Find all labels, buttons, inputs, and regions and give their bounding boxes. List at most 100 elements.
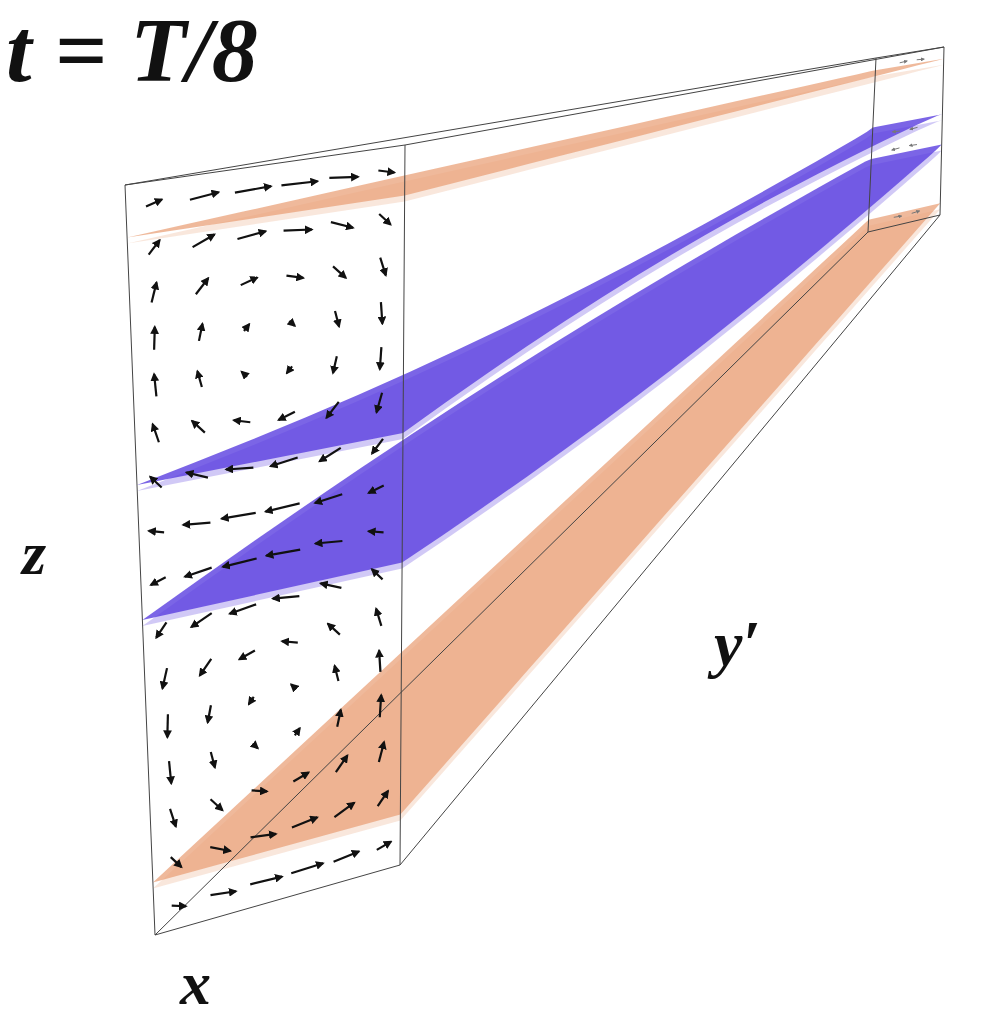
- velocity-arrow: [381, 302, 382, 324]
- velocity-arrow: [252, 790, 267, 791]
- velocity-arrow: [378, 791, 388, 806]
- velocity-arrow: [152, 282, 157, 302]
- velocity-arrow: [223, 558, 257, 566]
- velocity-arrow: [334, 852, 359, 862]
- velocity-arrow: [281, 181, 317, 185]
- velocity-arrow: [211, 799, 223, 810]
- domain-edge: [868, 58, 876, 232]
- domain-edge: [400, 215, 940, 865]
- velocity-arrow: [170, 809, 176, 827]
- velocity-arrow: [379, 742, 384, 762]
- velocity-arrow: [234, 420, 251, 422]
- velocity-arrow: [151, 577, 166, 585]
- velocity-arrow: [208, 705, 211, 722]
- velocity-arrow: [320, 448, 341, 461]
- velocity-arrow: [210, 891, 235, 895]
- velocity-arrow: [169, 761, 171, 783]
- velocity-arrow: [369, 486, 384, 493]
- velocity-arrow: [380, 347, 382, 369]
- velocity-arrow: [286, 276, 303, 278]
- velocity-arrow: [284, 230, 312, 231]
- velocity-arrow: [910, 127, 918, 129]
- velocity-arrow: [166, 714, 169, 737]
- domain-edge: [868, 215, 940, 232]
- velocity-arrow: [912, 211, 920, 213]
- velocity-arrow: [149, 240, 160, 255]
- velocity-arrow: [249, 697, 254, 704]
- velocity-arrow: [235, 186, 271, 192]
- velocity-arrow: [186, 472, 208, 477]
- axis-label: x: [180, 952, 211, 1014]
- velocity-arrow: [150, 477, 161, 488]
- velocity-arrow: [291, 863, 323, 873]
- velocity-arrow: [380, 258, 386, 276]
- velocity-arrow: [226, 468, 253, 470]
- velocity-arrow: [162, 668, 167, 688]
- velocity-arrow: [295, 728, 300, 735]
- velocity-arrow: [250, 877, 282, 885]
- velocity-arrow: [377, 842, 391, 850]
- velocity-arrow: [917, 59, 924, 61]
- velocity-arrow: [293, 772, 308, 781]
- velocity-arrow: [146, 200, 162, 207]
- velocity-arrow: [335, 311, 339, 326]
- velocity-arrow: [271, 458, 298, 467]
- domain-edge: [405, 47, 944, 145]
- velocity-arrow: [154, 374, 156, 396]
- velocity-arrow: [242, 372, 247, 377]
- velocity-arrow: [183, 523, 210, 525]
- velocity-arrow: [253, 744, 258, 749]
- velocity-arrow: [251, 834, 276, 837]
- velocity-arrow: [894, 216, 902, 217]
- velocity-arrow: [372, 569, 383, 579]
- velocity-arrow: [292, 817, 317, 827]
- velocity-arrow: [334, 803, 354, 817]
- velocity-arrow: [321, 583, 342, 588]
- velocity-arrow: [273, 596, 300, 599]
- velocity-arrow: [333, 356, 337, 373]
- domain-edge: [940, 47, 944, 215]
- velocity-arrow: [369, 531, 384, 532]
- velocity-arrow: [315, 494, 342, 503]
- velocity-arrow: [171, 857, 182, 867]
- velocity-arrow: [315, 541, 342, 544]
- velocity-arrow: [328, 624, 340, 635]
- velocity-arrow: [287, 366, 292, 373]
- velocity-arrow: [197, 371, 201, 387]
- velocity-arrow: [210, 847, 230, 851]
- velocity-arrow: [149, 531, 164, 532]
- domain-edge: [400, 145, 405, 865]
- velocity-arrow: [153, 327, 156, 350]
- velocity-arrow: [331, 222, 353, 228]
- velocity-arrow: [192, 421, 205, 433]
- domain-edge: [125, 145, 405, 185]
- velocity-arrow: [378, 171, 394, 173]
- velocity-arrow: [336, 755, 348, 772]
- velocity-arrow: [190, 192, 219, 199]
- velocity-arrow: [153, 424, 159, 442]
- velocity-arrow: [337, 710, 341, 727]
- velocity-arrow: [196, 278, 208, 294]
- velocity-arrow: [893, 130, 901, 132]
- velocity-arrow: [266, 503, 300, 511]
- velocity-arrow: [279, 412, 295, 420]
- velocity-arrow: [380, 695, 381, 717]
- velocity-arrow: [241, 277, 258, 285]
- velocity-arrow: [282, 641, 298, 642]
- velocity-arrow: [379, 214, 390, 225]
- domain-edge: [155, 865, 400, 935]
- axis-label: z: [22, 522, 46, 584]
- velocity-arrow: [193, 234, 215, 247]
- velocity-arrow: [379, 650, 380, 672]
- velocity-arrow: [230, 604, 256, 613]
- velocity-arrow: [156, 622, 166, 637]
- velocity-arrow: [892, 148, 900, 150]
- time-label: t = T/8: [6, 4, 258, 96]
- velocity-arrow: [200, 659, 211, 676]
- velocity-arrow: [211, 752, 215, 768]
- velocity-arrow: [335, 666, 339, 681]
- velocity-arrow: [329, 177, 358, 178]
- velocity-arrow: [372, 439, 383, 454]
